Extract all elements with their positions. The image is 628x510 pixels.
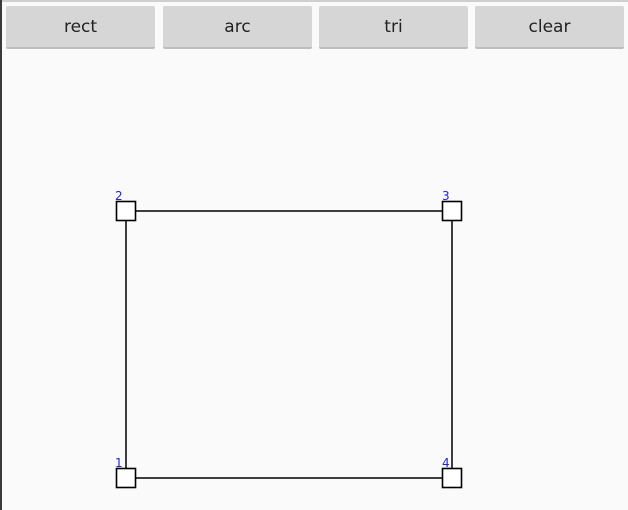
vertex-handle-2[interactable] (115, 200, 137, 222)
tri-button[interactable]: tri (319, 6, 468, 49)
toolbar: rect arc tri clear (0, 0, 628, 52)
vertex-label-1: 1 (115, 456, 123, 470)
vertex-handle-3[interactable] (441, 200, 463, 222)
vertex-handle-1[interactable] (115, 467, 137, 489)
drawing-canvas[interactable]: 1 2 3 4 (0, 52, 628, 510)
left-edge (0, 0, 2, 510)
rect-button[interactable]: rect (6, 6, 155, 49)
top-edge (0, 0, 628, 2)
arc-button[interactable]: arc (163, 6, 312, 49)
vertex-label-4: 4 (442, 456, 450, 470)
clear-button[interactable]: clear (475, 6, 624, 49)
vertex-handle-4[interactable] (441, 467, 463, 489)
vertex-label-3: 3 (442, 189, 450, 203)
vertex-label-2: 2 (115, 189, 123, 203)
